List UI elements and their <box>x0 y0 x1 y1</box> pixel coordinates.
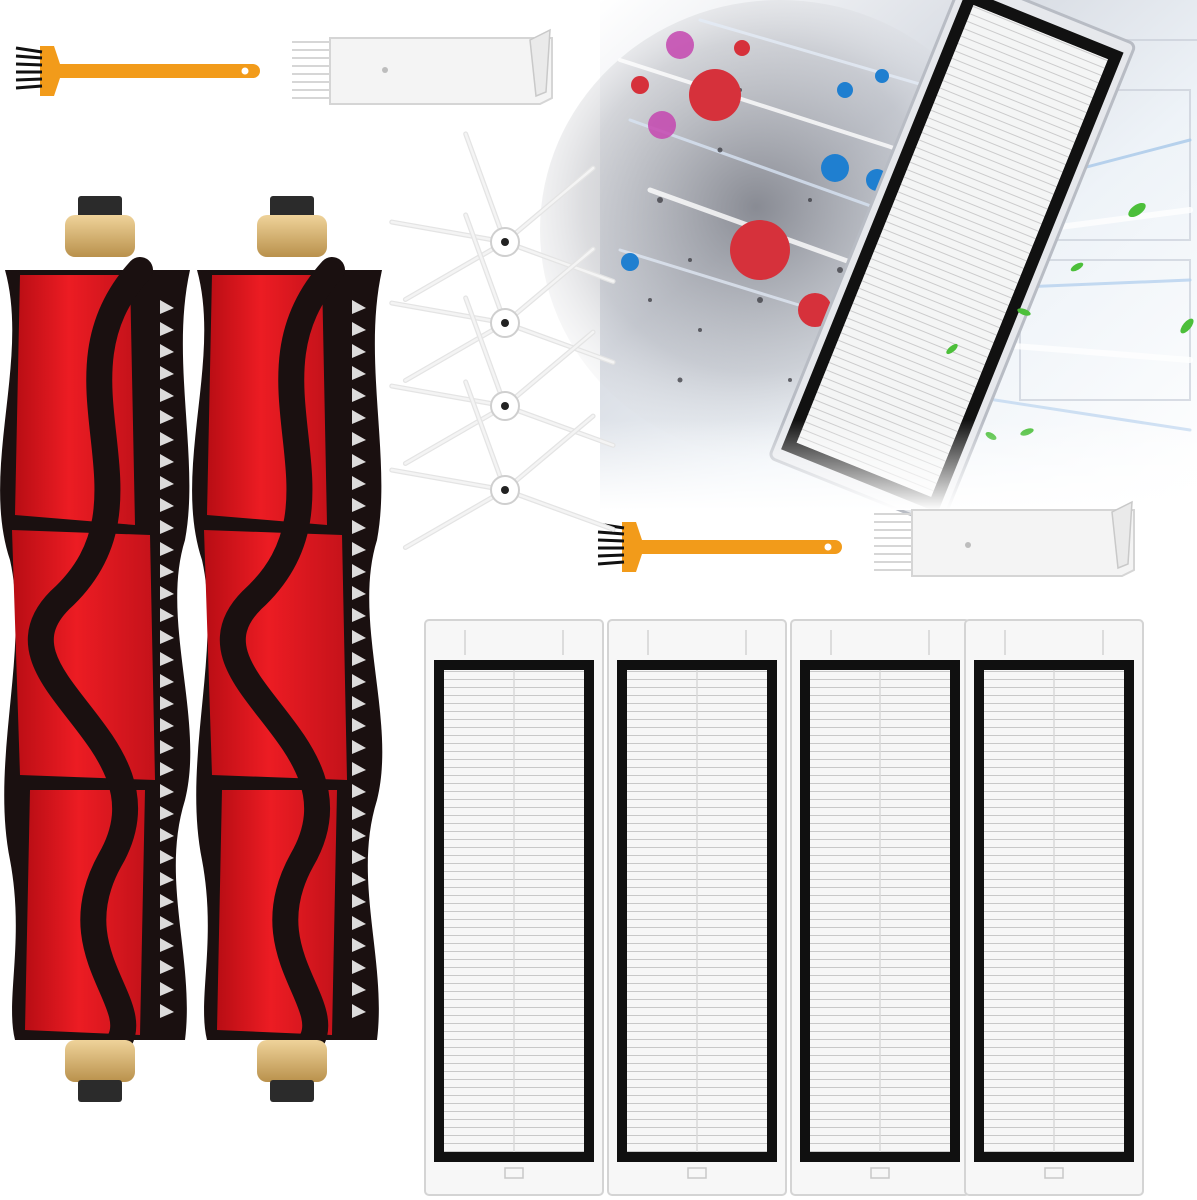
hepa-filter <box>607 619 787 1196</box>
main-brushes <box>0 196 383 1102</box>
cleaning-comb <box>874 500 1135 577</box>
side-brush <box>389 295 616 466</box>
hepa-filter <box>424 619 604 1196</box>
side-brush <box>389 131 616 302</box>
hepa-filter <box>964 619 1144 1196</box>
cleaning-brush <box>15 46 260 96</box>
main-roller-brush <box>192 196 383 1102</box>
cleaning-brush <box>597 522 842 572</box>
germ-particles <box>621 31 889 327</box>
hepa-filter <box>790 619 970 1196</box>
side-brush <box>389 379 616 550</box>
side-brush <box>389 212 616 383</box>
main-roller-brush <box>0 196 191 1102</box>
side-brushes <box>389 131 616 550</box>
hepa-filters <box>424 619 1144 1196</box>
cleaning-comb <box>292 28 553 105</box>
filter-airflow-illustration <box>540 0 1197 527</box>
